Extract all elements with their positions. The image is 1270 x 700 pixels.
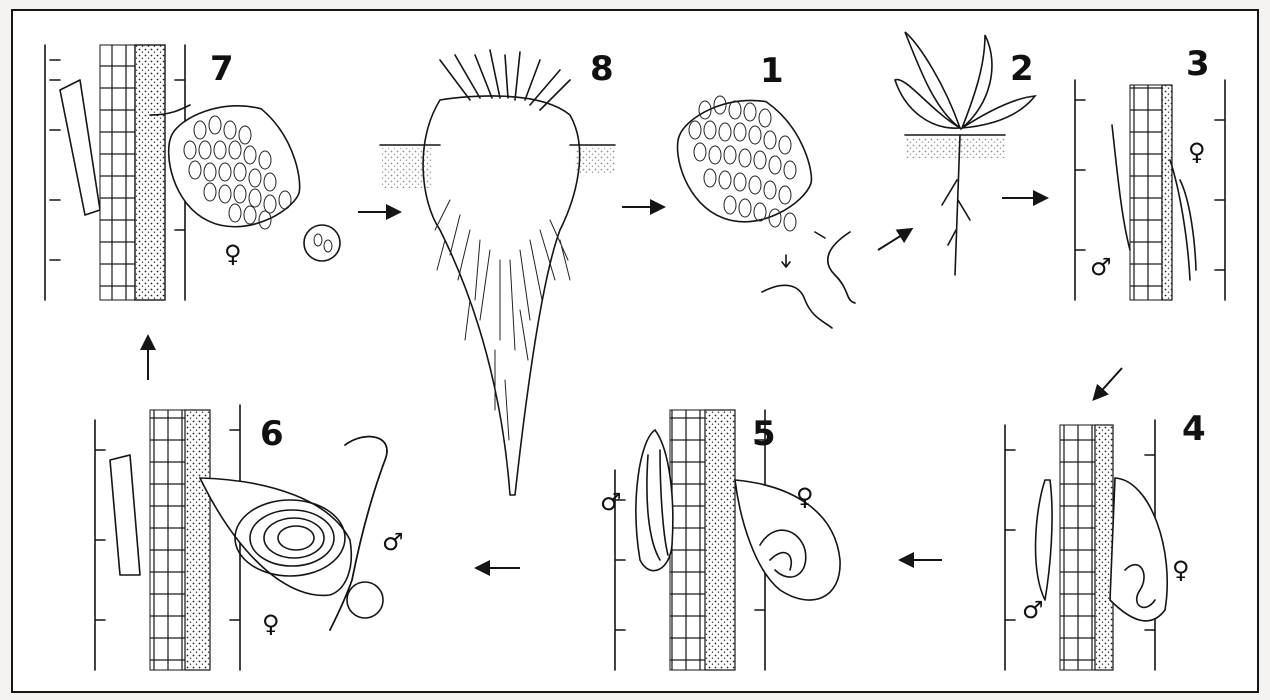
stage-label: 7 <box>210 49 234 89</box>
male-symbol: ♂ <box>1090 253 1112 281</box>
female-symbol: ♀ <box>1172 556 1190 584</box>
stage-label: 6 <box>260 414 284 454</box>
stage-label: 1 <box>760 51 784 91</box>
female-symbol: ♀ <box>262 610 280 638</box>
male-symbol: ♂ <box>382 528 404 556</box>
stage-label: 4 <box>1182 409 1206 449</box>
male-symbol: ♂ <box>1022 596 1044 624</box>
female-symbol: ♀ <box>796 483 814 511</box>
female-symbol: ♀ <box>224 240 242 268</box>
stage-label: 2 <box>1010 49 1034 89</box>
stage-label: 8 <box>590 49 614 89</box>
stage-label: 5 <box>752 414 776 454</box>
female-symbol: ♀ <box>1188 138 1206 166</box>
stage-label: 3 <box>1186 44 1210 84</box>
male-symbol: ♂ <box>600 488 622 516</box>
